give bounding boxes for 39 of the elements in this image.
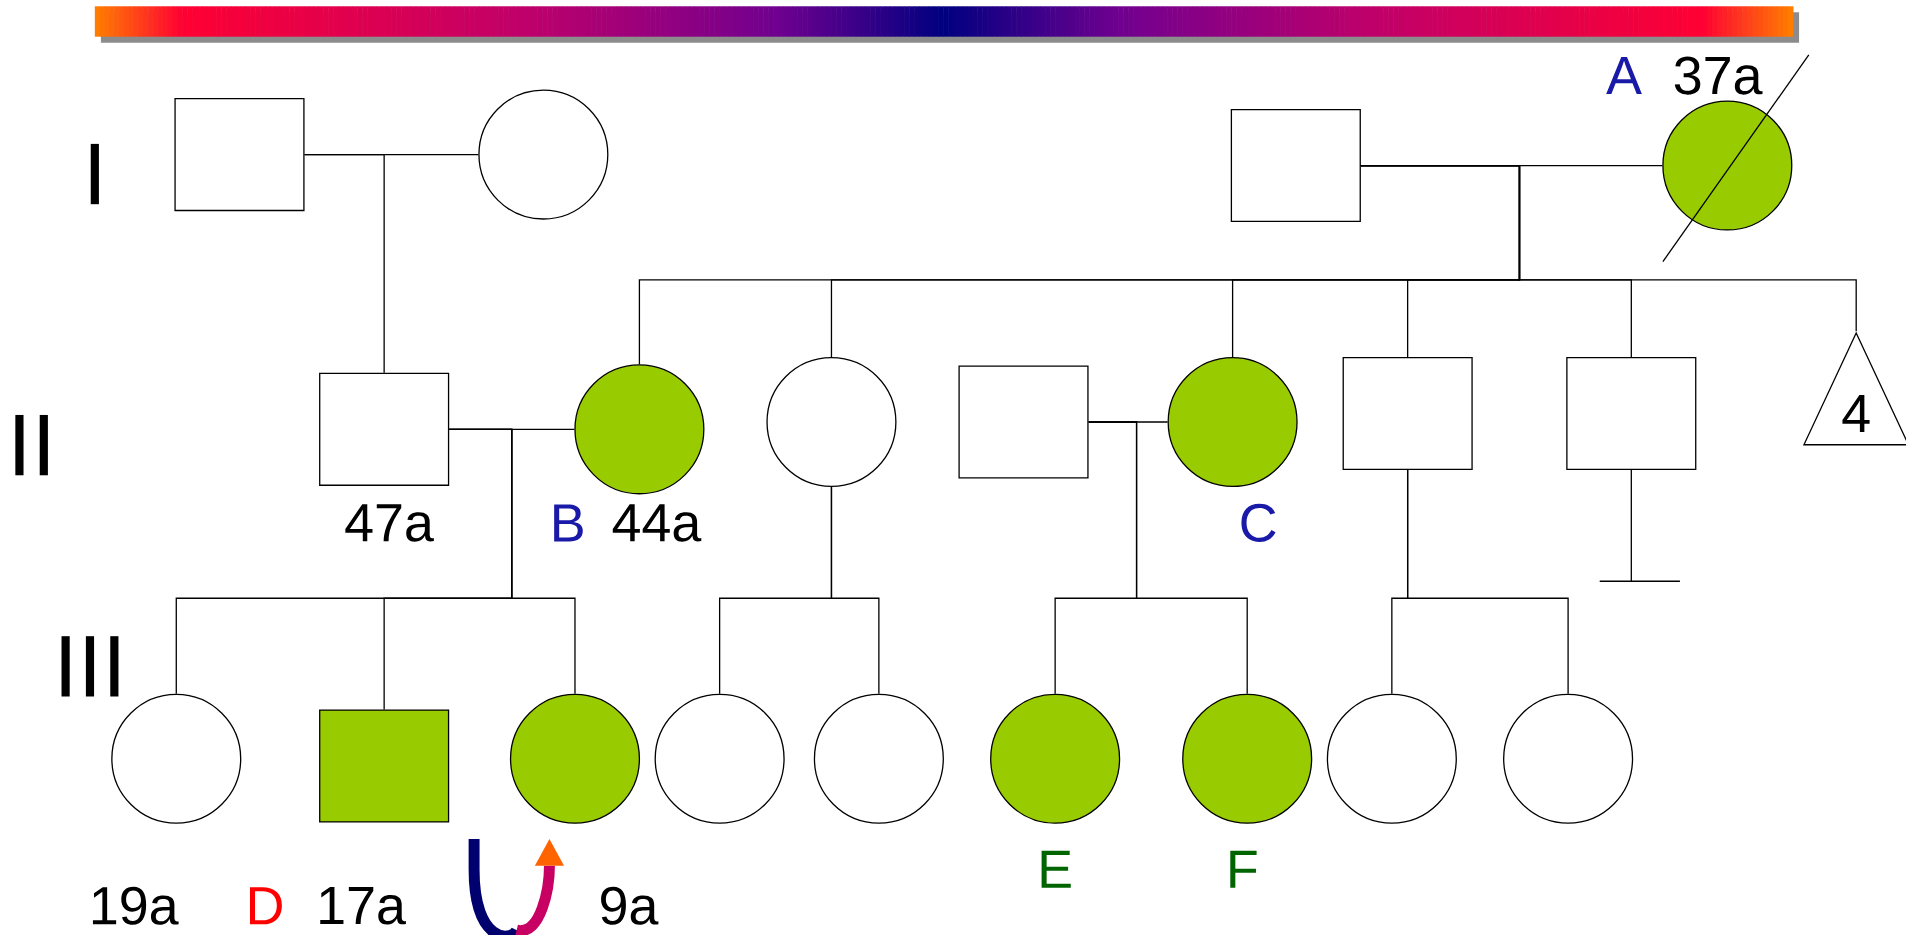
- circle-symbol: [654, 693, 785, 824]
- annotation-text: 47a: [345, 504, 434, 542]
- pedigree-line: [1087, 421, 1248, 695]
- pedigree-line: [1360, 164, 1857, 332]
- annotation-text: C: [1241, 503, 1276, 542]
- generation-label: III: [61, 636, 119, 697]
- annotation-text: A: [1606, 57, 1642, 95]
- circle-symbol: [1326, 693, 1457, 824]
- annotation-text: 37a: [1674, 56, 1763, 95]
- circle-symbol: [1167, 356, 1298, 488]
- square-symbol: [1230, 108, 1361, 223]
- pedigree-line: [830, 486, 880, 695]
- circle-symbol: [1182, 693, 1313, 824]
- annotation-text: E: [1041, 850, 1071, 888]
- square-symbol: [1566, 356, 1697, 471]
- annotation-text: 17a: [320, 887, 406, 925]
- pedigree-line: [448, 428, 576, 695]
- circle-symbol: [574, 364, 705, 495]
- pedigree-line: [303, 153, 385, 374]
- circle-symbol: [509, 693, 641, 824]
- circle-symbol: [990, 693, 1121, 824]
- annotation-text: 19a: [92, 886, 179, 925]
- annotation-text: 9a: [601, 886, 659, 925]
- square-symbol: [1342, 356, 1473, 471]
- circle-symbol: [813, 693, 944, 824]
- pedigree-line: [1407, 469, 1569, 695]
- annotation-text: B: [554, 504, 583, 542]
- circle-symbol: [1662, 100, 1793, 231]
- square-symbol: [958, 365, 1089, 479]
- circle-symbol: [478, 89, 609, 220]
- square-symbol: [319, 709, 450, 823]
- square-symbol: [174, 98, 305, 212]
- annotation-text: 44a: [612, 504, 702, 542]
- circle-symbol: [1503, 693, 1634, 824]
- generation-label: II: [15, 414, 48, 476]
- square-symbol: [319, 372, 450, 486]
- circle-symbol: [766, 356, 897, 488]
- annotation-text: F: [1230, 850, 1257, 888]
- annotation-text: D: [250, 887, 282, 925]
